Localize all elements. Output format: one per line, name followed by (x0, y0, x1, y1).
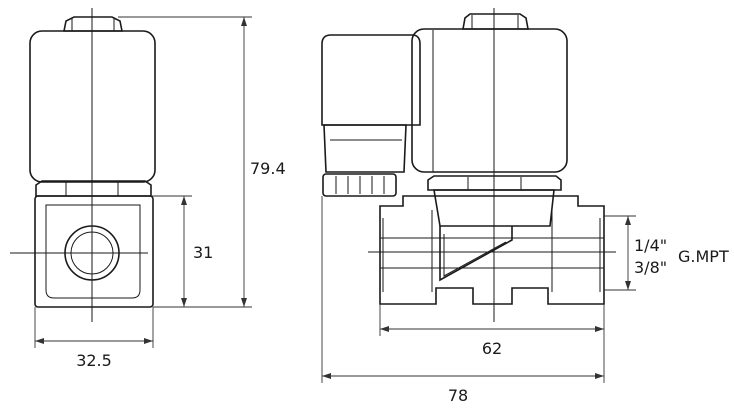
body-width-label: 32.5 (76, 351, 112, 370)
connector-knurled-nut (322, 173, 397, 197)
thread-size-small: 1/4" (634, 236, 667, 255)
front-view-dimensions: 1/4" 3/8" G.MPT 62 78 (321, 196, 729, 405)
total-width-label: 78 (448, 386, 468, 405)
front-view-valve-body (379, 195, 605, 305)
thread-size-large: 3/8" (634, 258, 667, 277)
total-height-label: 79.4 (250, 159, 286, 178)
side-view-top-nut (63, 16, 123, 32)
front-view (321, 8, 616, 322)
thread-type-label: G.MPT (678, 247, 729, 266)
front-view-coil (411, 28, 568, 173)
side-view-valve-body (34, 195, 154, 308)
side-view-hex-nut (35, 180, 152, 197)
body-height-label: 31 (193, 243, 213, 262)
front-view-hex-nut (427, 175, 562, 191)
port-spacing-label: 62 (482, 339, 502, 358)
side-view-dimensions: 79.4 31 32.5 (34, 16, 286, 370)
connector-housing (321, 34, 421, 126)
side-view (10, 8, 156, 322)
